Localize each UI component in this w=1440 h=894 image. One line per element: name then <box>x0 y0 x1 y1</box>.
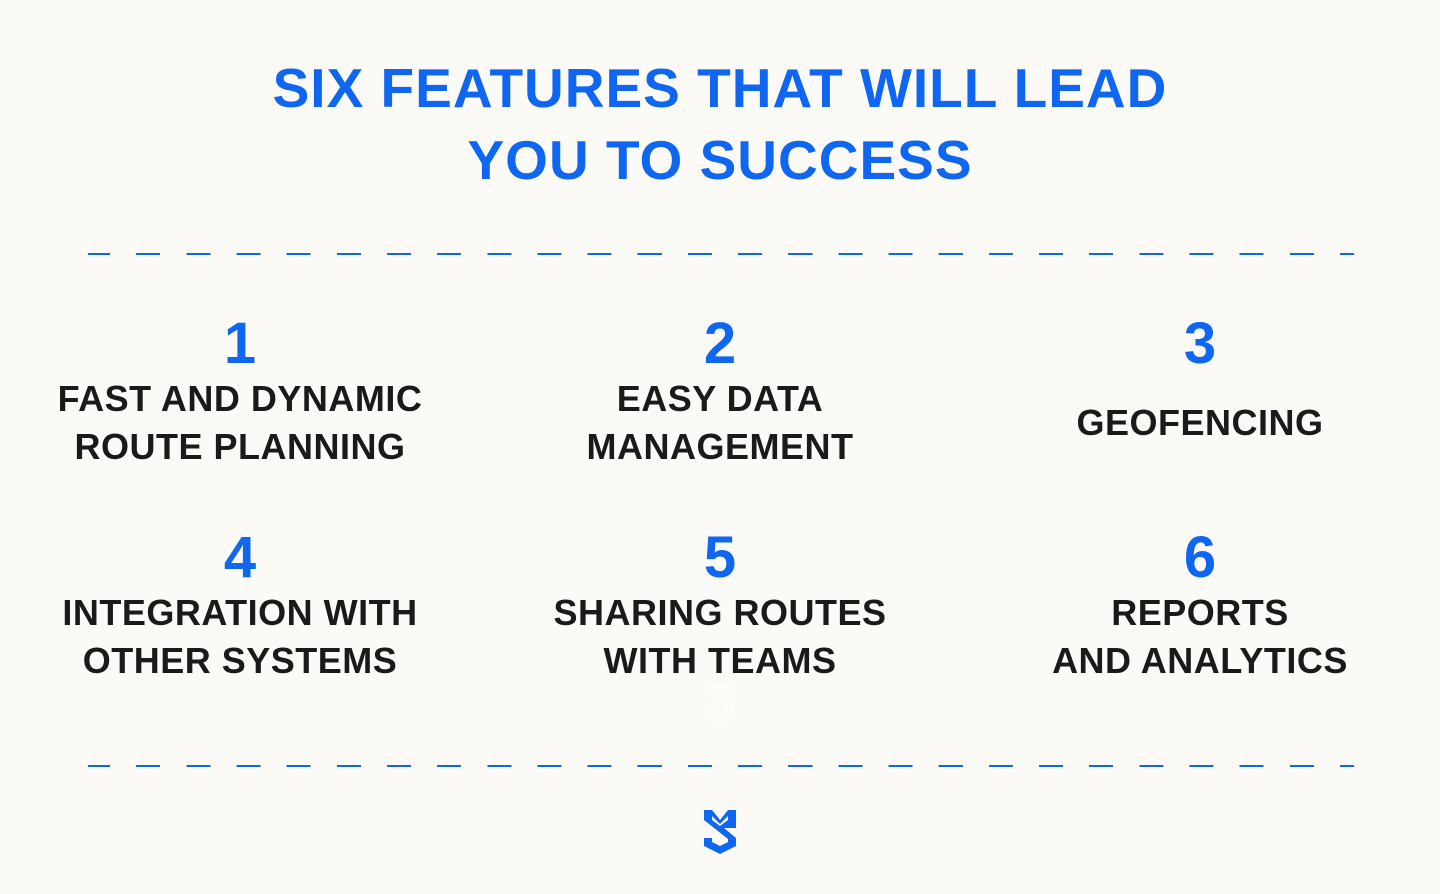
feature-label: REPORTS AND ANALYTICS <box>1052 592 1348 681</box>
feature-label: EASY DATA MANAGEMENT <box>586 378 854 467</box>
feature-label: FAST AND DYNAMIC ROUTE PLANNING <box>57 378 423 467</box>
feature-number: 5 <box>703 525 737 590</box>
feature-5: 5 SHARING ROUTES WITH TEAMS <box>480 527 960 685</box>
feature-number: 6 <box>1183 525 1217 590</box>
watermark-logo-icon <box>706 684 734 722</box>
feature-number: 4 <box>223 525 257 590</box>
feature-label: INTEGRATION WITH OTHER SYSTEMS <box>62 592 418 681</box>
top-divider <box>88 253 1354 255</box>
feature-2: 2 EASY DATA MANAGEMENT <box>480 313 960 471</box>
title-line-2: YOU TO SUCCESS <box>467 129 973 191</box>
feature-1: 1 FAST AND DYNAMIC ROUTE PLANNING <box>0 313 480 471</box>
feature-6: 6 REPORTS AND ANALYTICS <box>960 527 1440 685</box>
feature-3: 3 GEOFENCING <box>960 313 1440 447</box>
feature-label: SHARING ROUTES WITH TEAMS <box>553 592 887 681</box>
title-line-1: SIX FEATURES THAT WILL LEAD <box>272 57 1168 119</box>
feature-number: 2 <box>703 311 737 376</box>
feature-number: 3 <box>1183 311 1217 376</box>
feature-4: 4 INTEGRATION WITH OTHER SYSTEMS <box>0 527 480 685</box>
page-title: SIX FEATURES THAT WILL LEAD YOU TO SUCCE… <box>0 52 1440 196</box>
feature-number: 1 <box>223 311 257 376</box>
brand-s-shield-icon <box>704 810 736 854</box>
feature-label: GEOFENCING <box>1076 402 1324 443</box>
bottom-divider <box>88 765 1354 767</box>
